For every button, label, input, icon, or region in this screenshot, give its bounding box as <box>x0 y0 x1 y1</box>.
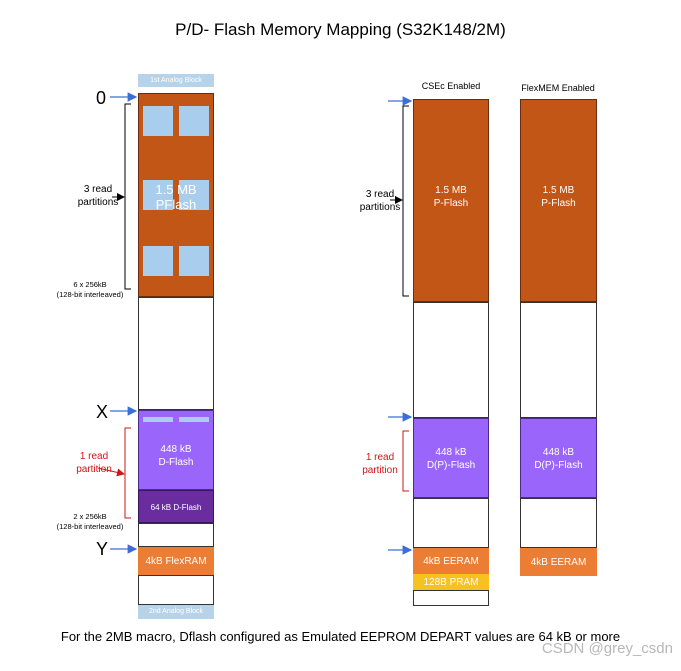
dflash64-block: 64 kB D-Flash <box>138 490 214 523</box>
dflash-size-note: 2 x 256kB (128-bit interleaved) <box>56 512 124 531</box>
dflash-block: 448 kB D-Flash <box>138 410 214 490</box>
left-gap-block <box>138 297 214 410</box>
analog-block-bottom: 2nd Analog Block <box>138 605 214 619</box>
csec-dflash-bracket <box>402 430 409 492</box>
flexmem-gap-block <box>520 302 597 418</box>
pflash-partition-square <box>143 180 173 210</box>
flexmem-pflash-block: 1.5 MB P-Flash <box>520 99 597 302</box>
csec-dflash-block: 448 kB D(P)-Flash <box>413 418 489 498</box>
flexram-label: 4kB FlexRAM <box>145 556 207 567</box>
pflash-partition-square <box>143 246 173 276</box>
pflash-block: 1.5 MB PFlash <box>138 93 214 297</box>
csec-dflash-label: 448 kB D(P)-Flash <box>426 447 476 471</box>
pflash-read-partitions-label: 3 read partitions <box>77 184 119 208</box>
flexmem-eeram-block: 4kB EERAM <box>520 548 597 576</box>
dflash-read-partition-label: 1 read partition <box>76 451 112 475</box>
pflash-label: 1.5 MB PFlash <box>155 182 197 212</box>
csec-eeram-block: 4kB EERAM <box>413 548 489 574</box>
pflash-size-note: 6 x 256kB (128-bit interleaved) <box>56 280 124 299</box>
flexmem-pflash-label: 1.5 MB P-Flash <box>541 185 576 209</box>
csec-read-partitions-label: 3 read partitions <box>359 189 401 213</box>
csec-eeram-label: 4kB EERAM <box>423 556 479 567</box>
csec-read-partition-label: 1 read partition <box>362 452 398 476</box>
analog-block-top: 1st Analog Block <box>138 74 214 87</box>
csec-pflash-label: 1.5 MB P-Flash <box>433 185 469 209</box>
flexmem-header: FlexMEM Enabled <box>521 83 595 93</box>
dflash-bar <box>143 417 173 422</box>
dflash-label: 448 kB D-Flash <box>158 444 194 468</box>
dflash-bracket <box>124 427 131 519</box>
pflash-bracket <box>124 103 131 290</box>
address-marker-y: Y <box>96 539 109 559</box>
flexmem-dflash-block: 448 kB D(P)-Flash <box>520 418 597 498</box>
left-gap-block-3 <box>138 575 214 605</box>
csec-pflash-bracket <box>402 105 409 297</box>
csec-header: CSEc Enabled <box>421 81 481 91</box>
csec-pram-label: 128B PRAM <box>423 577 479 588</box>
csec-pram-block: 128B PRAM <box>413 574 489 590</box>
left-gap-block-2 <box>138 523 214 547</box>
csec-gap-block-3 <box>413 590 489 606</box>
flexram-block: 4kB FlexRAM <box>138 547 214 575</box>
watermark: CSDN @grey_csdn <box>541 640 673 657</box>
flexmem-gap-block-2 <box>520 498 597 548</box>
pflash-partition-square <box>179 106 209 136</box>
csec-pflash-block: 1.5 MB P-Flash <box>413 99 489 302</box>
address-marker-0: 0 <box>96 88 107 108</box>
pflash-partition-square <box>179 180 209 210</box>
csec-gap-block-2 <box>413 498 489 548</box>
dflash64-label: 64 kB D-Flash <box>150 503 202 512</box>
footer-note: For the 2MB macro, Dflash configured as … <box>60 629 621 644</box>
dflash-bar <box>179 417 209 422</box>
diagram-title: P/D- Flash Memory Mapping (S32K148/2M) <box>175 20 506 39</box>
csec-gap-block <box>413 302 489 418</box>
pflash-partition-square <box>179 246 209 276</box>
flexmem-dflash-label: 448 kB D(P)-Flash <box>534 447 583 471</box>
flexmem-eeram-label: 4kB EERAM <box>530 557 587 568</box>
address-marker-x: X <box>96 402 109 422</box>
pflash-partition-square <box>143 106 173 136</box>
